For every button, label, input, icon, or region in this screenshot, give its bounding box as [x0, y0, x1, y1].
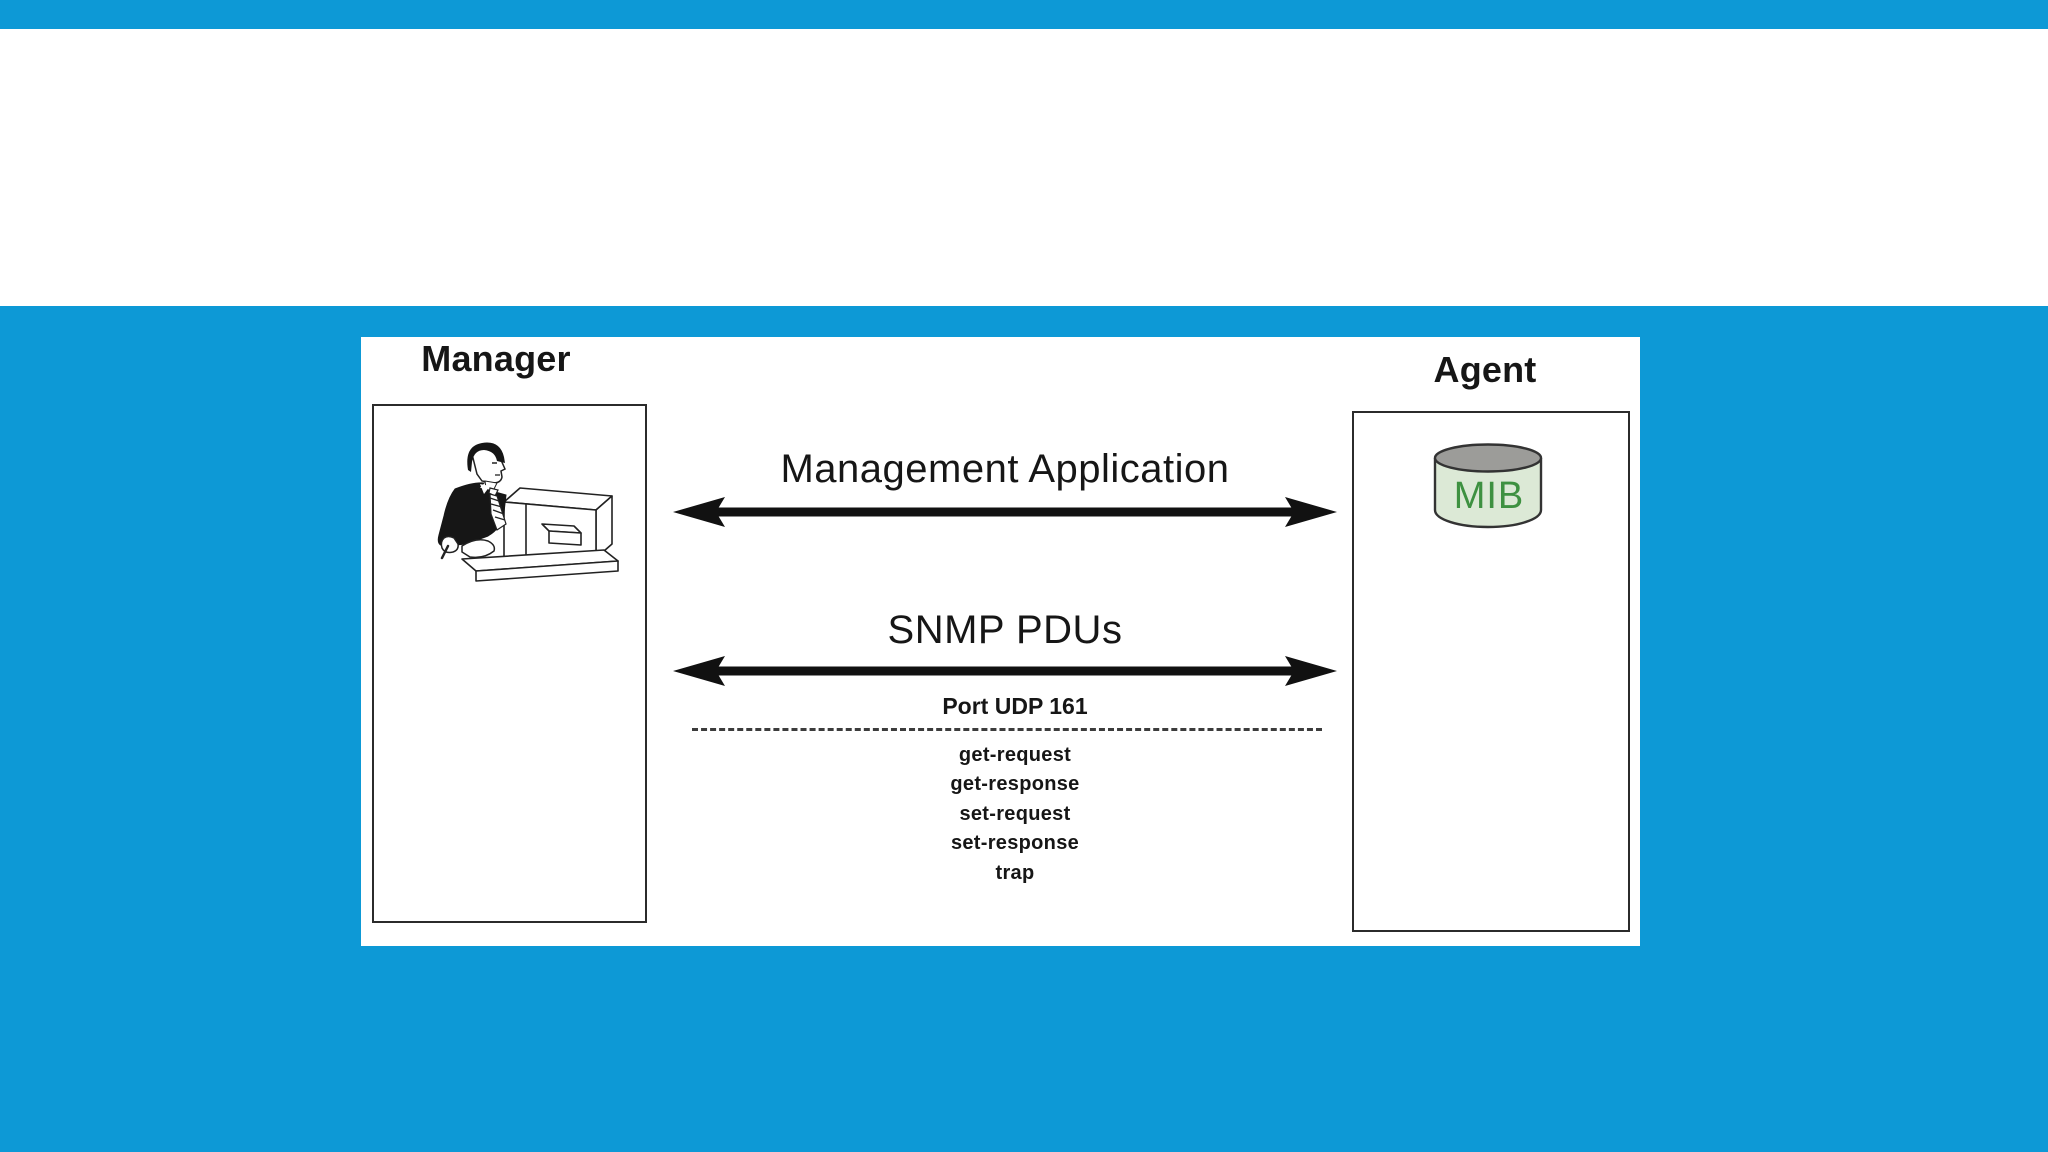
pdu-item-trap: trap [995, 861, 1035, 884]
snmp-pdus-label: SNMP PDUs [887, 608, 1123, 652]
pdu-list: get-request get-response set-request set… [682, 741, 1348, 888]
pdu-item-set-response: set-response [950, 832, 1080, 855]
mib-label: MIB [1454, 475, 1525, 517]
management-application-label: Management Application [780, 447, 1230, 491]
snmp-diagram-panel: Manager [361, 337, 1640, 946]
agent-title: Agent [1433, 349, 1537, 390]
port-udp-label: Port UDP 161 [942, 693, 1088, 719]
management-application-double-arrow-icon [672, 496, 1338, 528]
pdu-item-get-request: get-request [958, 744, 1072, 766]
top-white-band [0, 29, 2048, 306]
mib-cylinder-icon: MIB [1433, 443, 1543, 529]
person-at-computer-icon [437, 442, 619, 582]
snmp-pdus-double-arrow-icon [672, 655, 1338, 687]
dashed-separator [692, 728, 1322, 731]
manager-box [372, 404, 647, 923]
pdu-item-get-response: get-response [950, 773, 1080, 796]
pdu-item-set-request: set-request [959, 802, 1071, 825]
manager-title: Manager [421, 338, 571, 379]
